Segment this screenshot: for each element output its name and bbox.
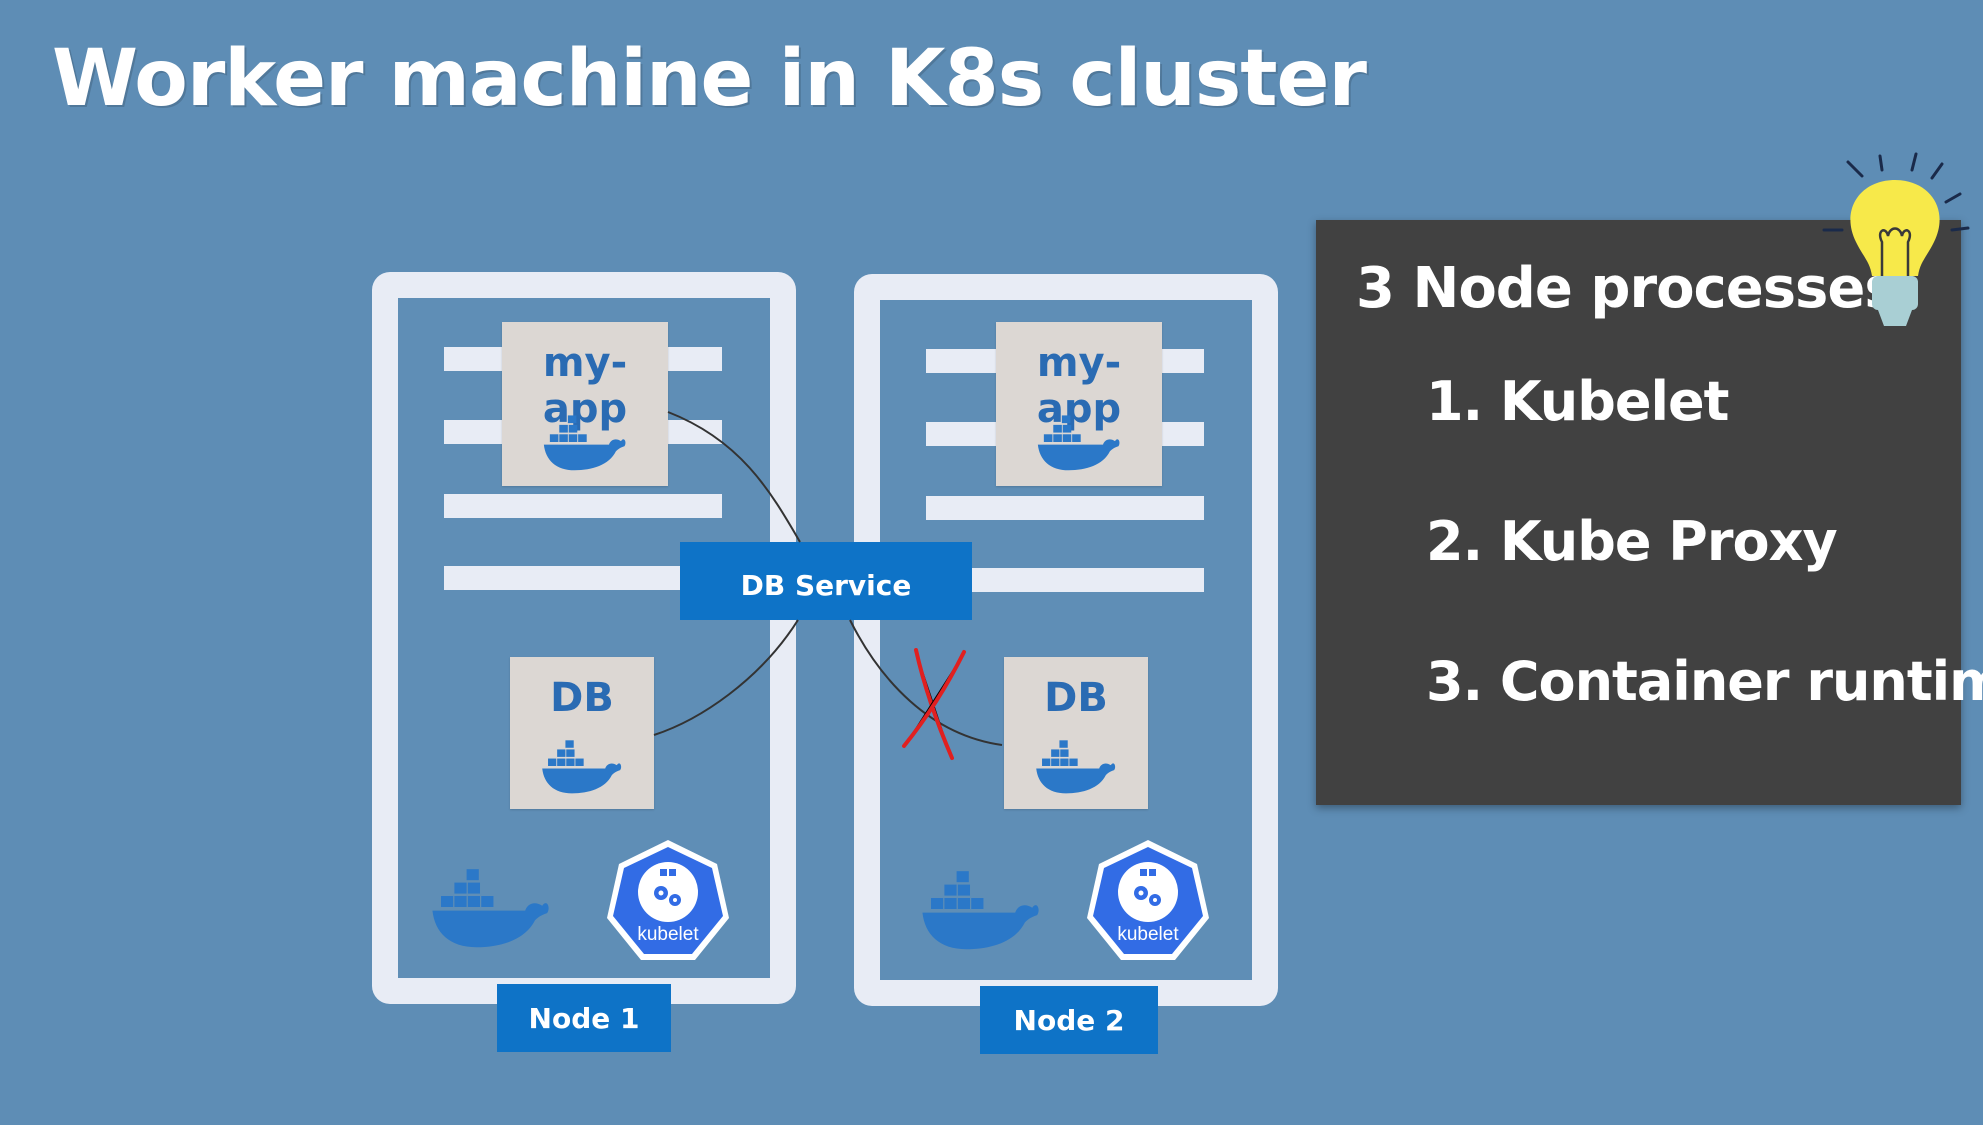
kubelet-icon (607, 840, 729, 960)
node-2-bar-3 (926, 496, 1204, 520)
node-2-db-pod: DB (1004, 657, 1148, 809)
process-item-container-runtime: 3. Container runtime (1426, 650, 1983, 713)
node-processes-panel: 3 Node processes: 1. Kubelet 2. Kube Pro… (1316, 220, 1983, 805)
process-item-kube-proxy: 2. Kube Proxy (1426, 510, 1838, 573)
kubelet-icon (1087, 840, 1209, 960)
db-service-box: DB Service (680, 542, 972, 620)
panel-title: 3 Node processes: (1356, 256, 1919, 321)
node-2-label: Node 2 (980, 986, 1158, 1054)
pod-label: DB (1044, 675, 1108, 721)
kubelet-label: kubelet (637, 924, 699, 945)
node-1-db-pod: DB (510, 657, 654, 809)
process-item-kubelet: 1. Kubelet (1426, 370, 1729, 433)
docker-whale-icon (1034, 737, 1118, 795)
node-1-bar-3 (444, 494, 722, 518)
docker-whale-icon (540, 737, 624, 795)
kubelet-label: kubelet (1117, 924, 1179, 945)
docker-whale-icon (542, 412, 628, 472)
node-1-my-app-pod: my-app (502, 322, 668, 486)
lightbulb-icon (1822, 152, 1970, 326)
node-2-kubelet: kubelet (1084, 836, 1212, 964)
node-1-kubelet: kubelet (604, 836, 732, 964)
container-runtime-whale-icon (430, 864, 552, 950)
node-2-my-app-pod: my-app (996, 322, 1162, 486)
pod-label: my-app (1036, 340, 1122, 432)
pod-label: DB (550, 675, 614, 721)
docker-whale-icon (1036, 412, 1122, 472)
page-title: Worker machine in K8s cluster (52, 34, 1367, 124)
node-1-label: Node 1 (497, 984, 671, 1052)
pod-label: my-app (542, 340, 628, 432)
node-1-bar-4 (444, 566, 722, 590)
container-runtime-whale-icon (920, 866, 1042, 952)
node-2-bar-4 (926, 568, 1204, 592)
